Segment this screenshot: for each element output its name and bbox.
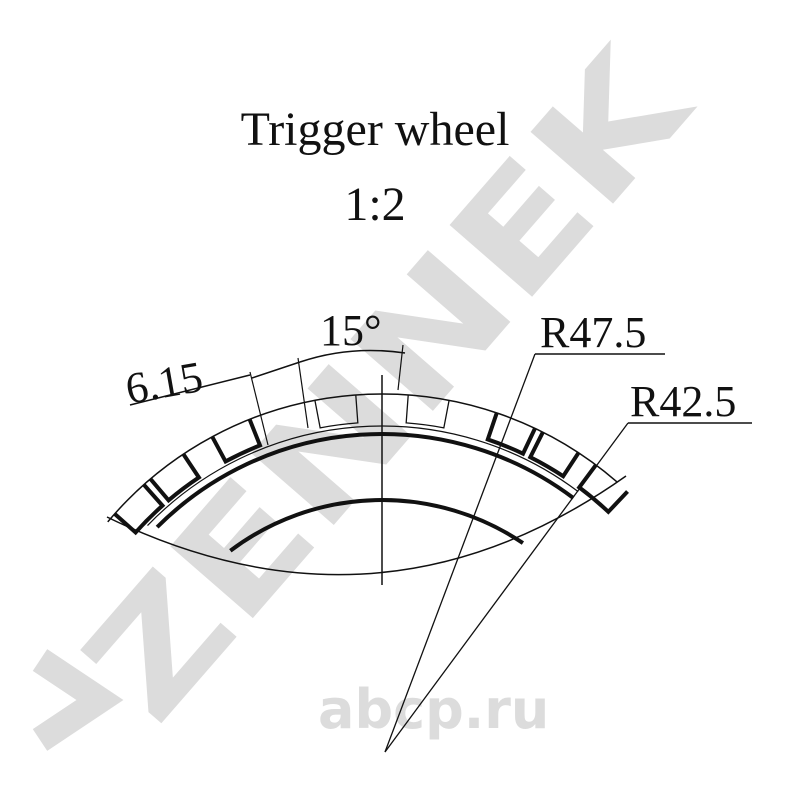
tooth (576, 463, 629, 515)
drawing-title: Trigger wheel (241, 103, 510, 156)
inner-radius-leader (384, 422, 629, 753)
hub-arc (155, 432, 575, 529)
tooth-width-arrow-line (251, 361, 301, 379)
outer-radius-leader (384, 353, 536, 753)
tooth-angle-dimension: 15° (320, 306, 382, 355)
inner-radius-dimension: R42.5 (630, 377, 736, 426)
tooth-width-extension-left (249, 371, 269, 446)
chevron-watermark-icon (32, 649, 124, 751)
outer-radius-dimension: R47.5 (540, 308, 646, 357)
tooth (113, 483, 166, 536)
inner-arc (229, 498, 525, 553)
tooth (314, 394, 359, 429)
tooth (148, 453, 202, 504)
site-watermark: abcp.ru (318, 678, 549, 741)
tooth-width-dimension: 6.15 (122, 352, 206, 414)
tooth (485, 412, 537, 457)
outer-arc (107, 393, 618, 523)
tooth-width-leader (129, 374, 251, 406)
tooth (210, 418, 263, 465)
lower-boundary-curve (106, 475, 627, 576)
tooth-width-extension-right (297, 357, 309, 429)
tooth-angle-arc (299, 349, 406, 363)
tooth-root-guide-arc (147, 425, 579, 526)
drawing-scale: 1:2 (344, 178, 405, 231)
wheel-geometry (106, 344, 752, 753)
tooth (527, 431, 581, 479)
tooth (405, 394, 450, 429)
